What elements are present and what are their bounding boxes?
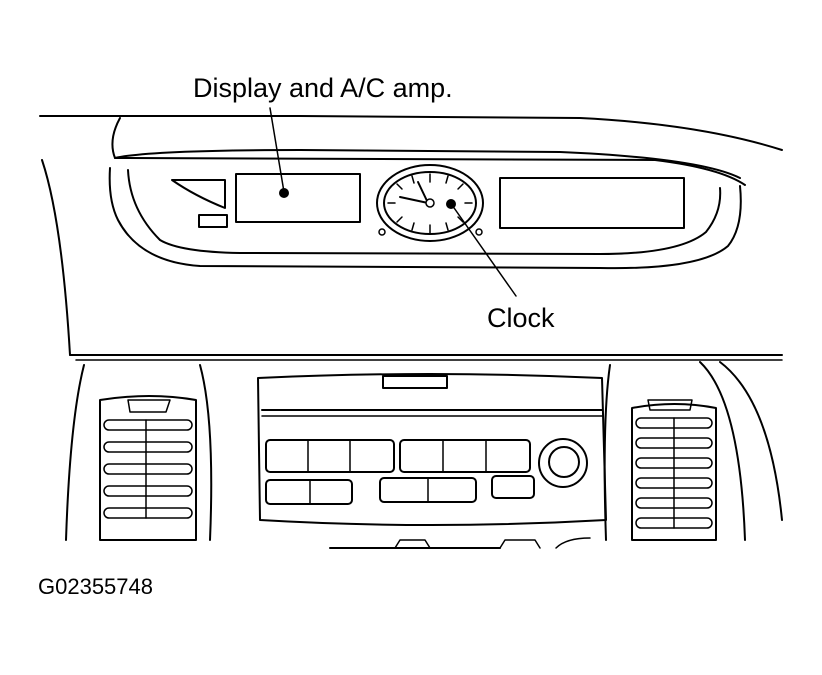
audio-unit-bezel xyxy=(257,373,607,526)
right-vent-tab xyxy=(647,399,693,411)
clock-leader-dot xyxy=(446,199,456,209)
display-ac-amp-label: Display and A/C amp. xyxy=(193,73,453,103)
right-vent-slats xyxy=(635,417,713,529)
cd-slot-cover xyxy=(382,375,448,389)
clock-leader-line xyxy=(451,204,517,297)
clock-face xyxy=(383,171,477,235)
upper-dashboard xyxy=(39,115,783,361)
hood-top-line xyxy=(111,117,746,186)
display-bezel-inner xyxy=(127,169,722,255)
sensor-window xyxy=(171,179,226,209)
display-leader-dot xyxy=(279,188,289,198)
right-panel-edge-2 xyxy=(719,361,783,521)
clock-hub xyxy=(425,198,435,208)
left-vent-divider xyxy=(199,364,213,541)
lower-trim xyxy=(329,537,591,549)
small-switch xyxy=(198,214,228,228)
clock-label: Clock xyxy=(487,303,555,333)
right-panel-edge xyxy=(699,361,746,541)
audio-preset-buttons xyxy=(265,439,531,473)
dash-left-edge xyxy=(41,159,71,356)
left-air-vent xyxy=(99,395,197,541)
lower-dashboard xyxy=(65,361,783,549)
audio-function-buttons xyxy=(265,475,535,505)
display-panel xyxy=(235,173,361,223)
left-panel-edge xyxy=(65,364,85,541)
display-bezel-outer xyxy=(108,167,742,270)
volume-knob xyxy=(548,446,580,478)
clock-ticks xyxy=(387,173,473,234)
clock-outer-ring xyxy=(376,164,484,242)
volume-knob-ring xyxy=(538,438,588,488)
right-air-vent xyxy=(631,403,717,541)
left-vent-tab xyxy=(127,399,171,413)
figure-code: G02355748 xyxy=(38,574,153,599)
display-cluster xyxy=(171,164,685,242)
clock-hour-hand xyxy=(399,196,429,204)
right-display-panel xyxy=(499,177,685,229)
hood-lip-line xyxy=(114,149,741,179)
clock-adjust-right xyxy=(475,228,483,236)
left-vent-slats xyxy=(103,419,193,519)
clock-adjust-left xyxy=(378,228,386,236)
windshield-line xyxy=(39,115,783,151)
clock-minute-hand xyxy=(417,181,429,204)
